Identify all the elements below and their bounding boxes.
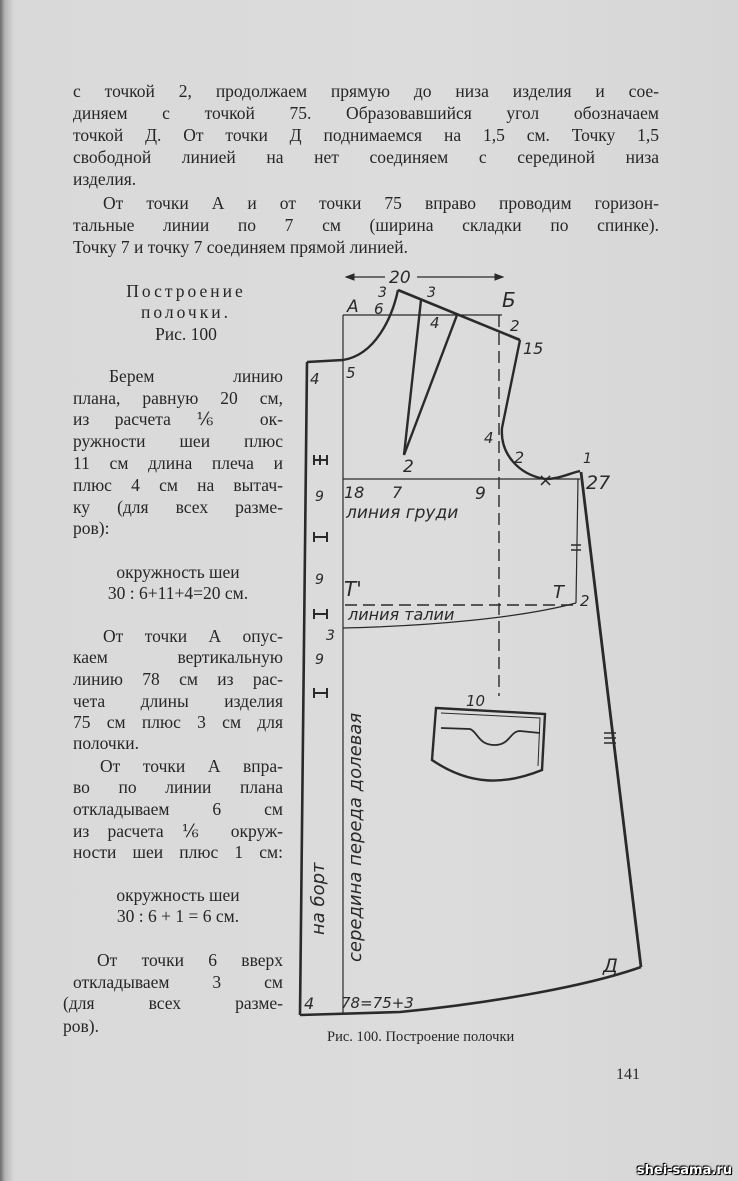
text-line: Берем линию [109, 366, 283, 386]
text-line: ружности шеи плюс [73, 431, 283, 451]
text-line: От точки А впра- [100, 756, 283, 776]
label-point-18: 18 [344, 483, 364, 502]
label-point-4: 4 [430, 314, 440, 332]
label-center-front: середина переда долевая [345, 713, 366, 962]
inner-side-line [575, 478, 579, 604]
text-line: во по линии плана [73, 777, 283, 797]
watermark: shei-sama.ru [636, 1163, 732, 1178]
heading-line: Рис. 100 [155, 324, 217, 344]
label-point-3: 3 [427, 285, 436, 301]
label-segment-9: 9 [315, 652, 324, 668]
label-segment-9: 9 [315, 489, 324, 505]
label-point-2: 2 [580, 592, 590, 610]
text-line: От точки А и от точки 75 вправо проводим… [103, 193, 659, 213]
label-point-6: 6 [374, 300, 384, 318]
label-point-15: 15 [523, 339, 543, 358]
figure-caption: Рис. 100. Построение полочки [327, 1029, 515, 1045]
formula-line: 30 : 6 + 1 = 6 см. [116, 906, 240, 926]
label-point-27: 27 [586, 472, 610, 494]
text-line: каем вертикальную [73, 647, 283, 667]
label-point-10: 10 [466, 692, 485, 710]
text-line: 75 см плюс 3 см для [73, 712, 283, 732]
arrowheads [344, 273, 505, 281]
label-point-9: 9 [475, 484, 486, 504]
label-point-7: 7 [392, 483, 403, 502]
label-point-5: 5 [346, 364, 356, 382]
label-length-formula: 78=75+3 [341, 994, 414, 1012]
text-line: откладываем 3 см [73, 972, 283, 992]
text-line: плана, равную 20 см, [73, 388, 283, 408]
neckline-curve [306, 289, 400, 364]
text-line: чета длины изделия [73, 691, 283, 711]
text-line: Точку 7 и точку 7 соединяем прямой линие… [73, 237, 408, 257]
formula-line: 30 : 6+11+4=20 см. [107, 583, 249, 603]
text-line: диняем с точкой 75. Образовавшийся угол … [73, 103, 659, 123]
dart-lines [402, 299, 459, 456]
label-chest-line: линия груди [345, 503, 458, 523]
cross-mark: × [538, 470, 553, 491]
label-point-2: 2 [514, 448, 524, 467]
label-point-3: 3 [326, 628, 335, 644]
text-line: ку (для всех разме- [73, 497, 283, 517]
label-segment-9: 9 [315, 572, 324, 588]
text-line: изделия. [73, 169, 137, 189]
text-line: От точки 6 вверх [97, 950, 283, 970]
side-notch-mark [604, 732, 616, 744]
hem-line [299, 965, 642, 1017]
text-line: плюс 4 см на вытач- [73, 475, 283, 495]
label-point-t: Т [553, 582, 566, 603]
label-point-d: Д [602, 955, 618, 977]
label-point-3: 3 [378, 285, 387, 301]
formula-line: окружность шеи [116, 562, 240, 582]
text-line: из расчета ⅙ окруж- [73, 821, 283, 841]
text-line: с точкой 2, продолжаем прямую до низа из… [73, 81, 659, 101]
text-line: свободной линией на нет соединяем с сере… [73, 147, 659, 167]
shoulder-line [397, 288, 521, 342]
waist-curve [342, 602, 577, 629]
label-point-4: 4 [304, 994, 314, 1013]
label-point-1: 1 [583, 451, 592, 467]
label-point-2: 2 [510, 317, 520, 335]
label-point-a: А [346, 297, 359, 317]
text-line: тальные линии по 7 см (ширина складки по… [73, 215, 659, 235]
page-number: 141 [616, 1066, 640, 1083]
text-line: 11 см длина плеча и [73, 453, 283, 473]
label-point-b: Б [502, 288, 516, 312]
formula-line: окружность шеи [116, 885, 240, 905]
measurement-ticks [313, 455, 328, 698]
label-point-4: 4 [310, 370, 320, 388]
side-seam-line [579, 471, 643, 968]
text-line: линию 78 см из рас- [73, 669, 283, 689]
text-line: точкой Д. От точки Д поднимаемся на 1,5 … [73, 125, 659, 145]
text-line: откладываем 6 см [73, 799, 283, 819]
text-line: (для всех разме- [63, 993, 283, 1013]
text-line: полочки. [73, 733, 139, 753]
text-line: От точки А опус- [103, 626, 283, 646]
label-point-4: 4 [484, 429, 494, 447]
label-to-placket: на борт [308, 862, 329, 935]
text-line: ности шеи плюс 1 см: [73, 842, 283, 862]
pocket [430, 706, 547, 782]
label-point-2: 2 [403, 457, 414, 477]
label-waist-line: линия талии [347, 605, 454, 624]
side-notch-mark [571, 544, 581, 551]
text-line: из расчета ⅙ ок- [73, 409, 283, 429]
placket-edge-line [298, 361, 309, 1016]
heading-line: полочки. [141, 302, 231, 322]
text-line: ров): [73, 518, 110, 538]
heading-line: Построение [126, 281, 246, 301]
label-point-t1: Т' [344, 577, 362, 601]
label-width-20: 20 [389, 268, 411, 288]
text-line: ров). [63, 1016, 99, 1036]
